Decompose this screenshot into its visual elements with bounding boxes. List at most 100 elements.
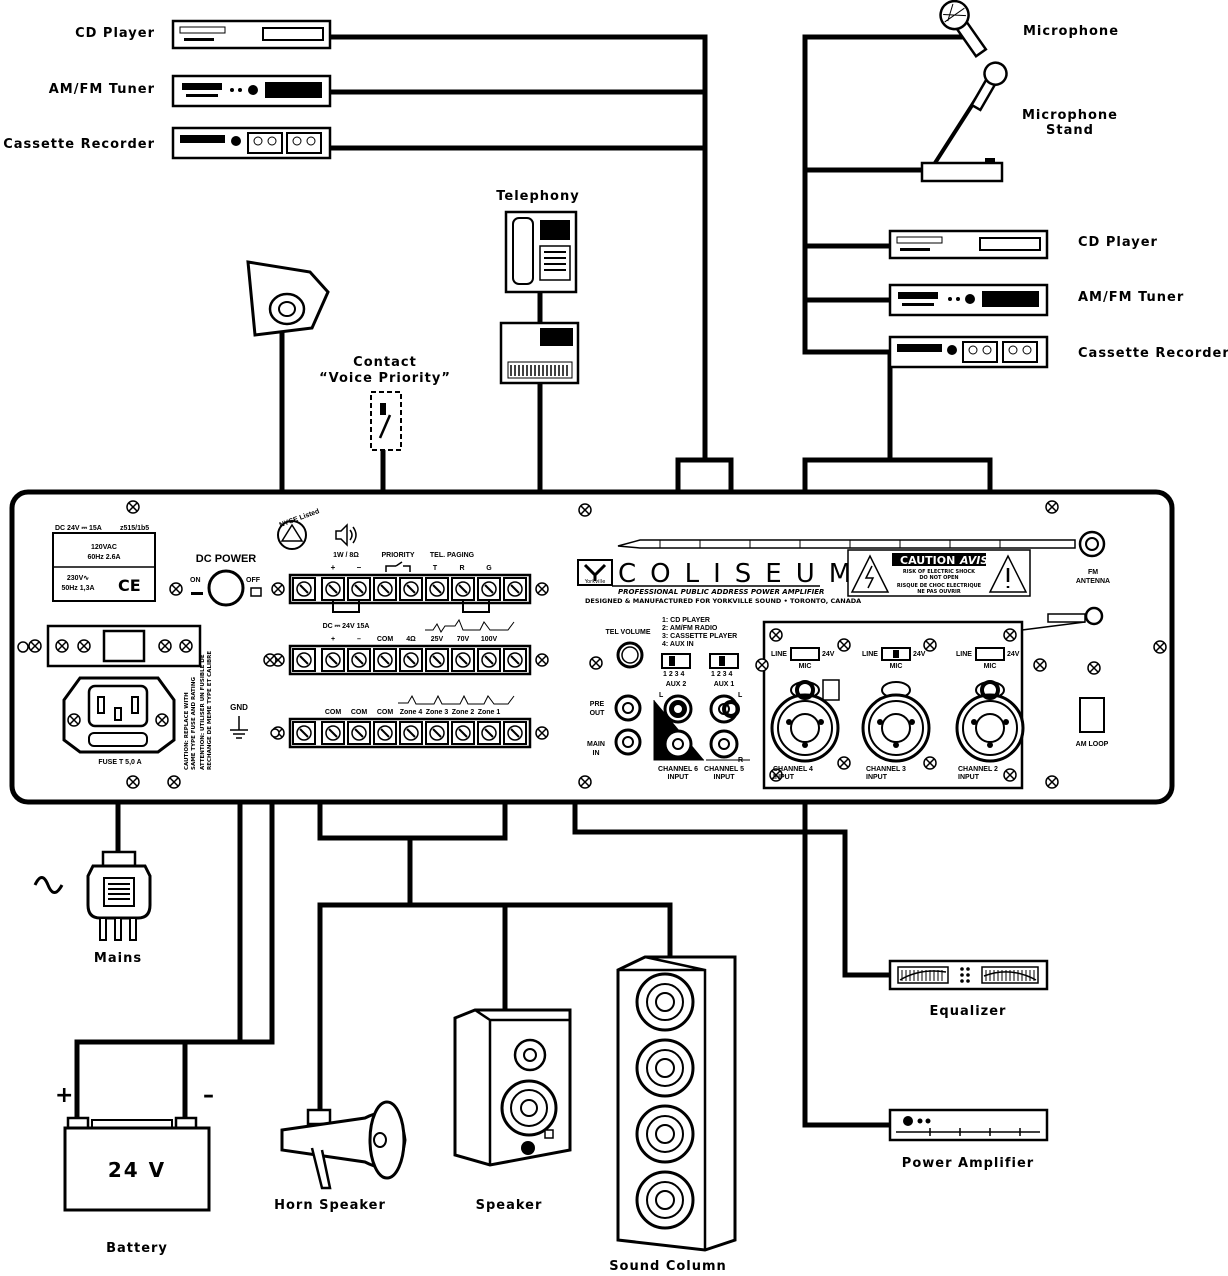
aux2-selector[interactable]: [661, 653, 691, 669]
speaker-rating: 1W / 8Ω: [333, 552, 359, 559]
cd-player-right: [888, 229, 1049, 260]
paging-interface-icon: [499, 321, 580, 385]
antenna-label: ANTENNA: [1076, 578, 1110, 585]
battery-voltage: 24 V: [108, 1158, 166, 1182]
label-contact-2: “Voice Priority”: [319, 371, 451, 386]
dc-minus: –: [357, 636, 361, 643]
am-loop-terminal[interactable]: [1079, 697, 1105, 733]
ch3-label-1: CHANNEL 3: [866, 766, 906, 773]
ch3-line: LINE: [862, 651, 878, 658]
dc-on: ON: [190, 577, 201, 584]
right-sources: Microphone Microphone Stand CD Player: [888, 0, 1228, 369]
aux-list-3: 3: CASSETTE PLAYER: [662, 633, 737, 640]
ch6-label-2: INPUT: [668, 774, 690, 781]
ac-230-b: 50Hz 1,3A: [61, 585, 94, 592]
dc-power-knob[interactable]: [207, 569, 245, 607]
spk-plus: +: [331, 563, 336, 572]
speaker-icon: [335, 523, 357, 547]
fm-label: FM: [1088, 569, 1098, 576]
label-microphone: Microphone: [1023, 24, 1119, 39]
ac-120-a: 120VAC: [91, 544, 117, 551]
ch3-mic: MIC: [890, 663, 903, 670]
ch4-mode-switch[interactable]: [790, 647, 820, 661]
zone-label: Zone 4: [400, 709, 423, 716]
label-equalizer: Equalizer: [930, 1004, 1007, 1019]
ch3-input[interactable]: LINE 24V MIC CHANNEL 3 INPUT: [861, 647, 931, 781]
battery-plus: +: [55, 1083, 73, 1108]
avis-text: AVIS: [959, 554, 988, 567]
ch3-label-2: INPUT: [866, 774, 888, 781]
label-contact-1: Contact: [353, 355, 417, 370]
label-telephony: Telephony: [496, 189, 579, 204]
terminal-spk-minus[interactable]: [347, 577, 371, 601]
equalizer-icon: Equalizer: [888, 959, 1049, 1019]
speaker-cabinet-icon: Speaker: [453, 1008, 572, 1213]
sound-column-icon: Sound Column: [609, 955, 737, 1274]
horn-speaker-icon: Horn Speaker: [274, 1100, 407, 1213]
main-in-1: MAIN: [587, 741, 605, 748]
warn-line: RISQUE DE CHOC ELECTRIQUE: [897, 583, 982, 589]
label-tuner-left: AM/FM Tuner: [49, 82, 155, 97]
caution-text: CAUTION: [900, 554, 955, 567]
ch4-label-1: CHANNEL 4: [773, 766, 813, 773]
aux-list-1: 1: CD PLAYER: [662, 617, 710, 624]
ac-wave-icon: [33, 876, 64, 894]
aux2-label: AUX 2: [666, 681, 687, 688]
caution-side-text: CAUTION: REPLACE WITH SAME TYPE FUSE AND…: [184, 651, 213, 770]
zone-labels: COM COM COM Zone 4 Zone 3 Zone 2 Zone 1: [325, 709, 501, 716]
telephony-group: Telephony: [496, 189, 580, 385]
ch5-label-2: INPUT: [714, 774, 736, 781]
warn-line: NE PAS OUVRIR: [917, 589, 961, 595]
tuner-right: [888, 283, 1049, 317]
battery-icon: + – 24 V Battery: [55, 1083, 214, 1256]
power-switch[interactable]: [102, 629, 146, 663]
terminal-spk-plus[interactable]: [321, 577, 345, 601]
label-tuner-right: AM/FM Tuner: [1078, 290, 1184, 305]
zone-label: COM: [351, 709, 368, 716]
label-battery: Battery: [106, 1241, 168, 1256]
brand-subtitle: PROFESSIONAL PUBLIC ADDRESS POWER AMPLIF…: [618, 588, 824, 596]
brand-name: COLISEUM: [618, 559, 865, 589]
label-mic-stand-2: Stand: [1046, 123, 1094, 138]
iec-inlet[interactable]: [62, 676, 176, 754]
label-mic-stand-1: Microphone: [1022, 108, 1118, 123]
ch5-label-1: CHANNEL 5: [704, 766, 744, 773]
wire-cd-left: [330, 34, 708, 460]
label-cassette-right: Cassette Recorder: [1078, 346, 1228, 361]
yorkville-text: Yorkville: [584, 579, 606, 585]
ch2-mic: MIC: [984, 663, 997, 670]
wire-speakers: [317, 838, 413, 1110]
pre-out-1: PRE: [590, 701, 605, 708]
label-column: Sound Column: [609, 1259, 727, 1274]
zone-label: Zone 3: [426, 709, 449, 716]
ch6-l: L: [659, 692, 664, 699]
main-in-2: IN: [593, 750, 600, 757]
spk-minus: –: [357, 563, 362, 572]
aux-list-4: 4: AUX IN: [662, 641, 694, 648]
svg-text:CAUTION: REPLACE WITH: CAUTION: REPLACE WITH: [184, 692, 190, 770]
dc-plus: +: [331, 636, 335, 643]
dc-power-label: DC POWER: [196, 553, 257, 565]
ch2-mode-switch[interactable]: [975, 647, 1005, 661]
dc-out-label: DC ⎓ 24V 15A: [323, 623, 370, 630]
rear-panel: DC 24V ⎓ 15A z515/1b5 120VAC 60Hz 2.6A 2…: [9, 489, 1175, 805]
zone-label: Zone 2: [452, 709, 475, 716]
wire-speaker: [410, 902, 673, 957]
aux1-label: AUX 1: [714, 681, 735, 688]
warn-line: DO NOT OPEN: [919, 575, 958, 581]
tel-r: R: [459, 565, 464, 572]
v100-label: 100V: [481, 636, 498, 643]
cassette-right: [888, 335, 1049, 369]
svg-text:RECHANGE DE MEME TYPE ET CALIB: RECHANGE DE MEME TYPE ET CALIBRE: [207, 651, 213, 770]
label-cd-left: CD Player: [75, 26, 155, 41]
gnd-label: GND: [230, 703, 248, 712]
svg-text:SAME TYPE FUSE AND RATING: SAME TYPE FUSE AND RATING: [191, 677, 197, 770]
label-power-amp: Power Amplifier: [902, 1156, 1034, 1171]
wire-preout: [572, 762, 890, 978]
v70-label: 70V: [457, 636, 470, 643]
ac-230-a: 230V∿: [67, 575, 89, 582]
ch4-label-2: INPUT: [773, 774, 795, 781]
warn-line: RISK OF ELECTRIC SHOCK: [903, 569, 976, 575]
dc-off: OFF: [246, 577, 261, 584]
zone-label: COM: [325, 709, 342, 716]
